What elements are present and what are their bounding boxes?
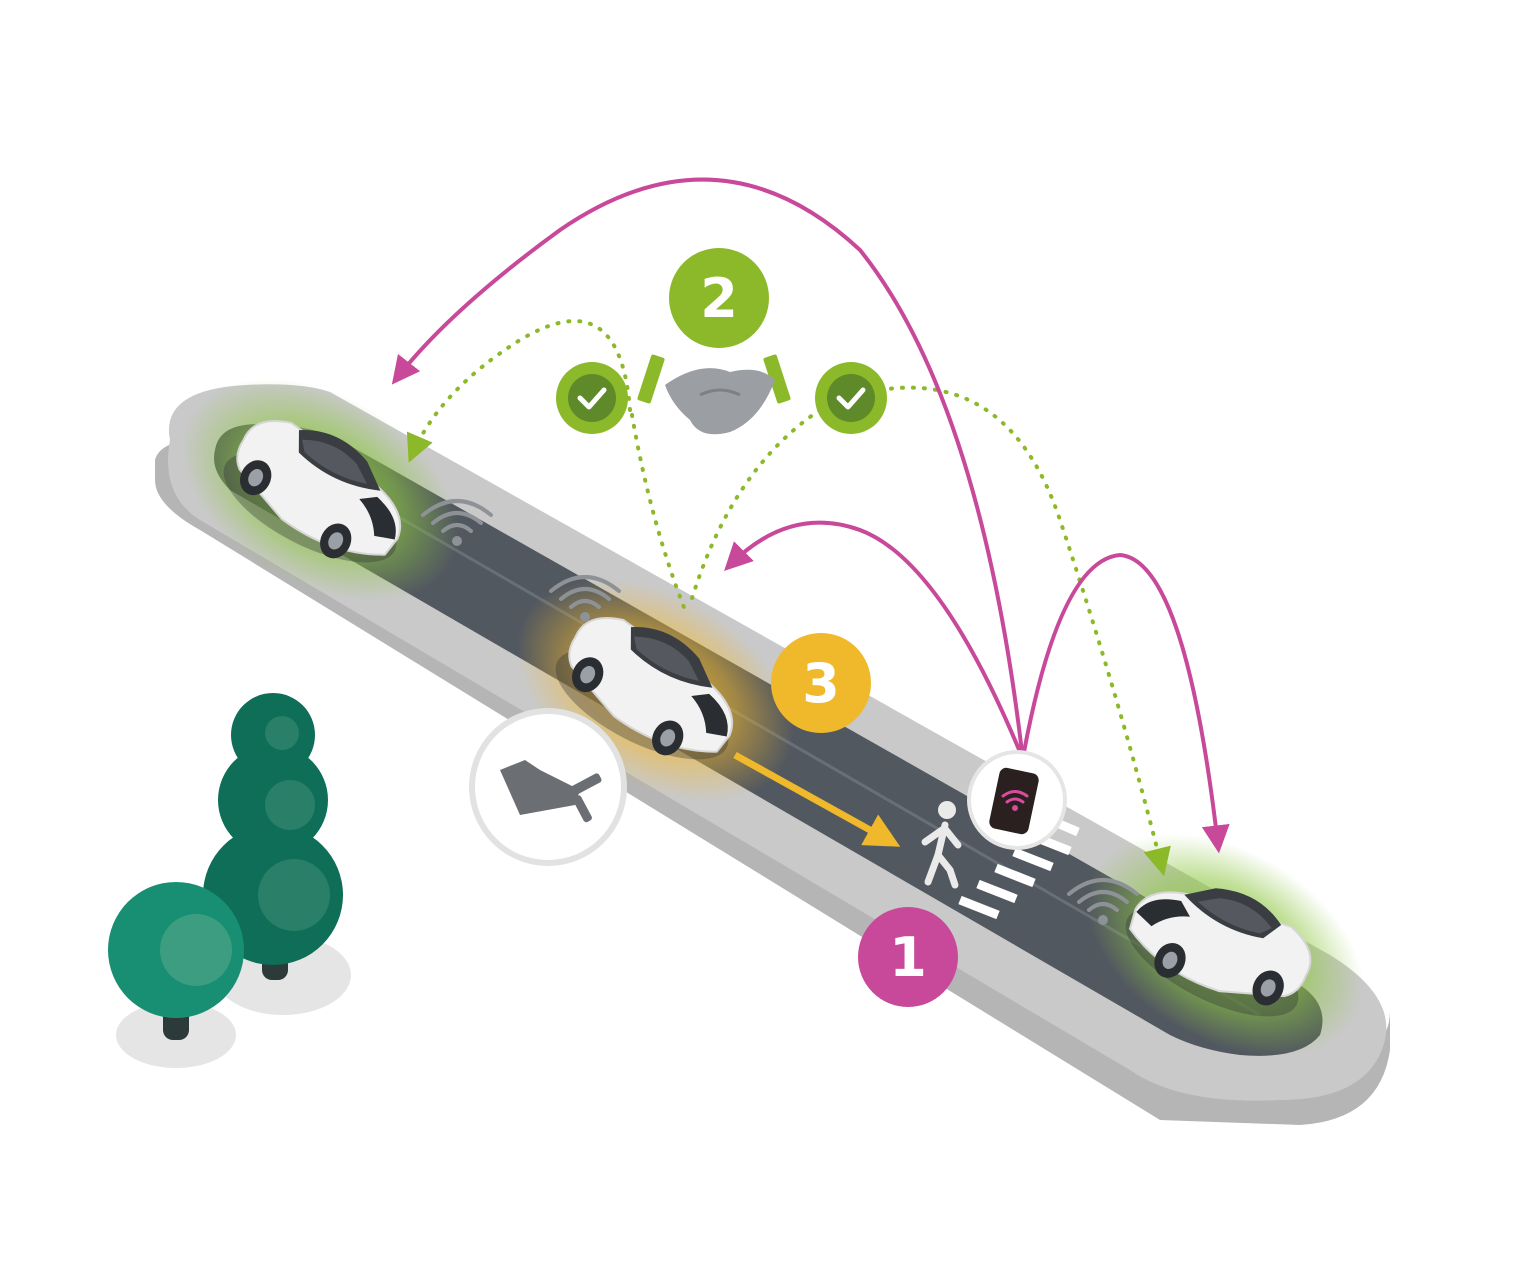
check-badge-icon xyxy=(556,362,628,434)
brake-badge xyxy=(469,708,627,866)
v2v-links xyxy=(391,177,1230,854)
step-badge-2: 2 xyxy=(669,248,769,348)
step-badge-3: 3 xyxy=(771,633,871,733)
step-badge-2-label: 2 xyxy=(700,267,738,330)
agreement-group xyxy=(556,354,887,435)
smartphone-badge xyxy=(967,750,1067,850)
verification-links xyxy=(406,319,1171,877)
handshake-icon xyxy=(637,354,791,435)
pedestrian-icon xyxy=(921,801,962,889)
step-badge-1-label: 1 xyxy=(889,926,927,989)
braking-arrow xyxy=(733,751,901,847)
brake-pedal-icon xyxy=(500,760,602,823)
trees xyxy=(108,693,351,1068)
step-badge-3-label: 3 xyxy=(802,652,840,715)
check-badge-icon xyxy=(815,362,887,434)
crosswalk xyxy=(958,815,1080,920)
smartphone-wifi-icon xyxy=(989,767,1039,835)
step-badge-1: 1 xyxy=(858,907,958,1007)
